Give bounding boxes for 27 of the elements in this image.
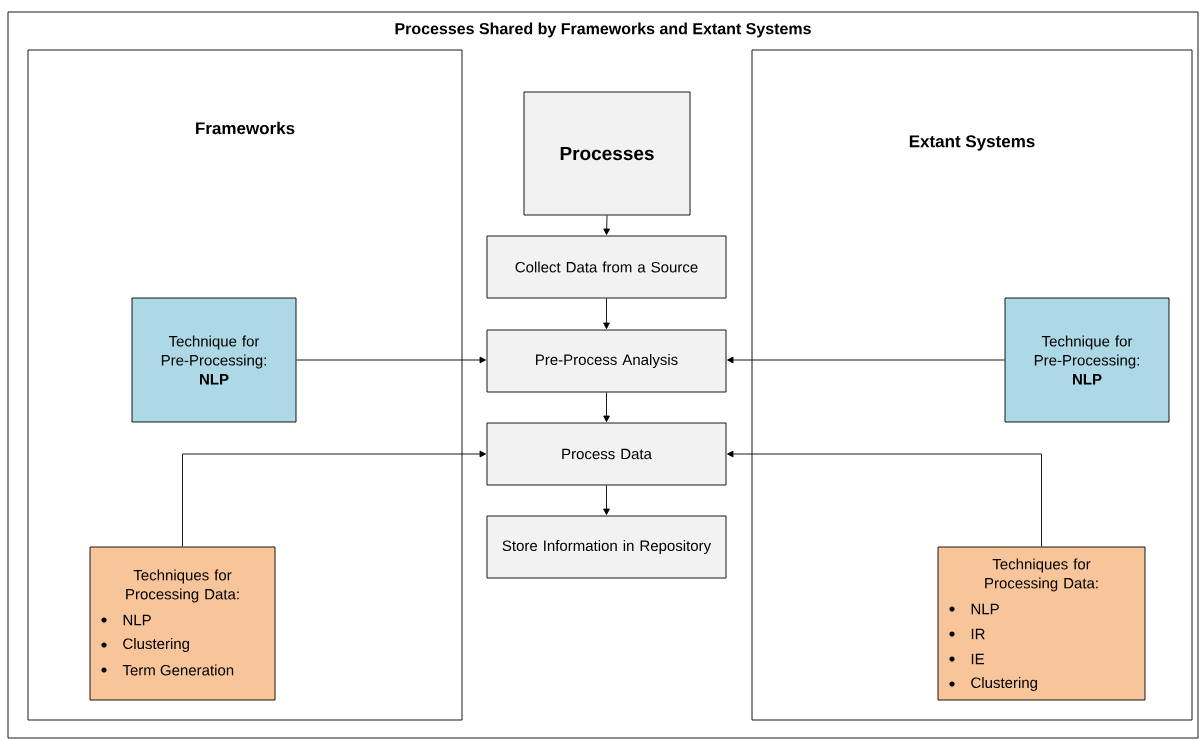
process-step-box: Pre-Process Analysis	[486, 329, 727, 393]
process-step-box: Store Information in Repository	[486, 515, 727, 579]
node-label: Clustering	[971, 677, 1038, 691]
node-label: NLP	[971, 603, 999, 615]
technique-list-box: Techniques for Processing Data: NLP IR IE Clustering	[937, 546, 1146, 701]
node-label: IE	[971, 653, 984, 665]
node-label: NLP	[123, 614, 151, 626]
arrow	[727, 356, 1005, 364]
node-label: Techniques for Processing Data:	[126, 569, 239, 603]
arrow	[603, 215, 610, 235]
technique-box: Technique for Pre-Processing: NLP	[1004, 297, 1170, 423]
arrow	[296, 356, 486, 364]
arrow	[182, 450, 486, 547]
node-label: Term Generation	[122, 664, 234, 676]
arrow	[603, 298, 610, 329]
process-step-box: Collect Data from a Source	[486, 235, 727, 299]
node-label: Techniques for Processing Data:	[985, 558, 1098, 592]
technique-list-box: Techniques for Processing Data: NLP Clustering Term Generation	[89, 546, 276, 701]
arrow	[727, 450, 1042, 547]
arrow	[603, 392, 610, 422]
process-title-box: Processes	[523, 91, 691, 216]
arrow	[603, 485, 610, 515]
node-label: Clustering	[123, 638, 189, 652]
frame-heading: Processes Shared by Frameworks and Extant Systems	[395, 22, 811, 38]
node-label: IR	[971, 628, 985, 640]
technique-box: Technique for Pre-Processing: NLP	[131, 297, 297, 423]
process-step-box: Process Data	[486, 422, 727, 486]
